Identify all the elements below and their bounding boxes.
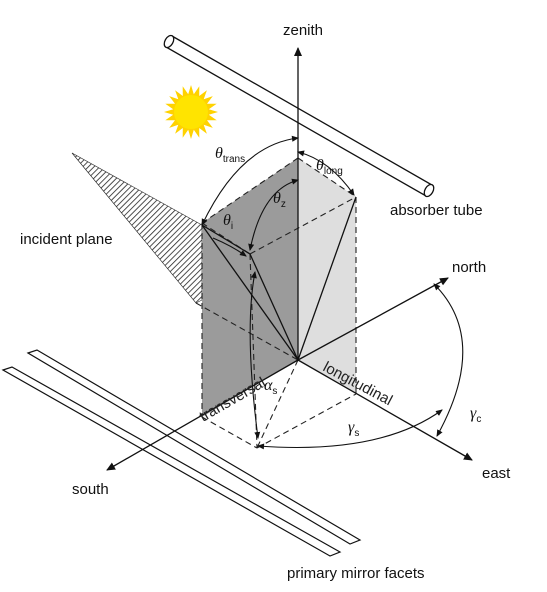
theta-z-label: θz: [273, 190, 286, 210]
theta-i-arc: [212, 237, 247, 257]
theta-i-label: θi: [223, 212, 233, 232]
theta-z-arc: [248, 178, 299, 251]
longitudinal-plane: [298, 158, 356, 394]
sun-disc: [174, 95, 208, 129]
primary-mirror-facets: [1, 349, 362, 557]
absorber-tube-label: absorber tube: [390, 202, 483, 219]
south-axis: [106, 359, 299, 471]
theta-long-label: θlong: [316, 157, 343, 177]
longitudinal-label: longitudinal: [320, 359, 395, 410]
south-label: south: [72, 481, 109, 498]
gamma-s-arc: [257, 409, 443, 450]
theta-trans-arc: [201, 135, 299, 226]
theta-trans-label: θtrans: [215, 145, 245, 165]
primary-mirror-facets-label: primary mirror facets: [287, 565, 425, 582]
east-label: east: [482, 465, 511, 482]
incident-plane: [71, 152, 203, 304]
transversal-plane: [202, 158, 298, 417]
north-label: north: [452, 259, 486, 276]
north-axis: [297, 277, 449, 361]
angle-arcs: [201, 135, 464, 450]
theta-long-arc: [297, 150, 355, 196]
sun-icon: [164, 85, 218, 139]
alpha-s-label: αs: [264, 377, 277, 397]
zenith-label: zenith: [283, 22, 323, 39]
gamma-c-arc: [433, 283, 464, 437]
gamma-s-label: γs: [348, 419, 359, 439]
absorber-tube: [163, 34, 435, 198]
alpha-s-arc: [249, 271, 261, 439]
incident-plane-label: incident plane: [20, 231, 113, 248]
gamma-c-label: γc: [470, 405, 481, 425]
